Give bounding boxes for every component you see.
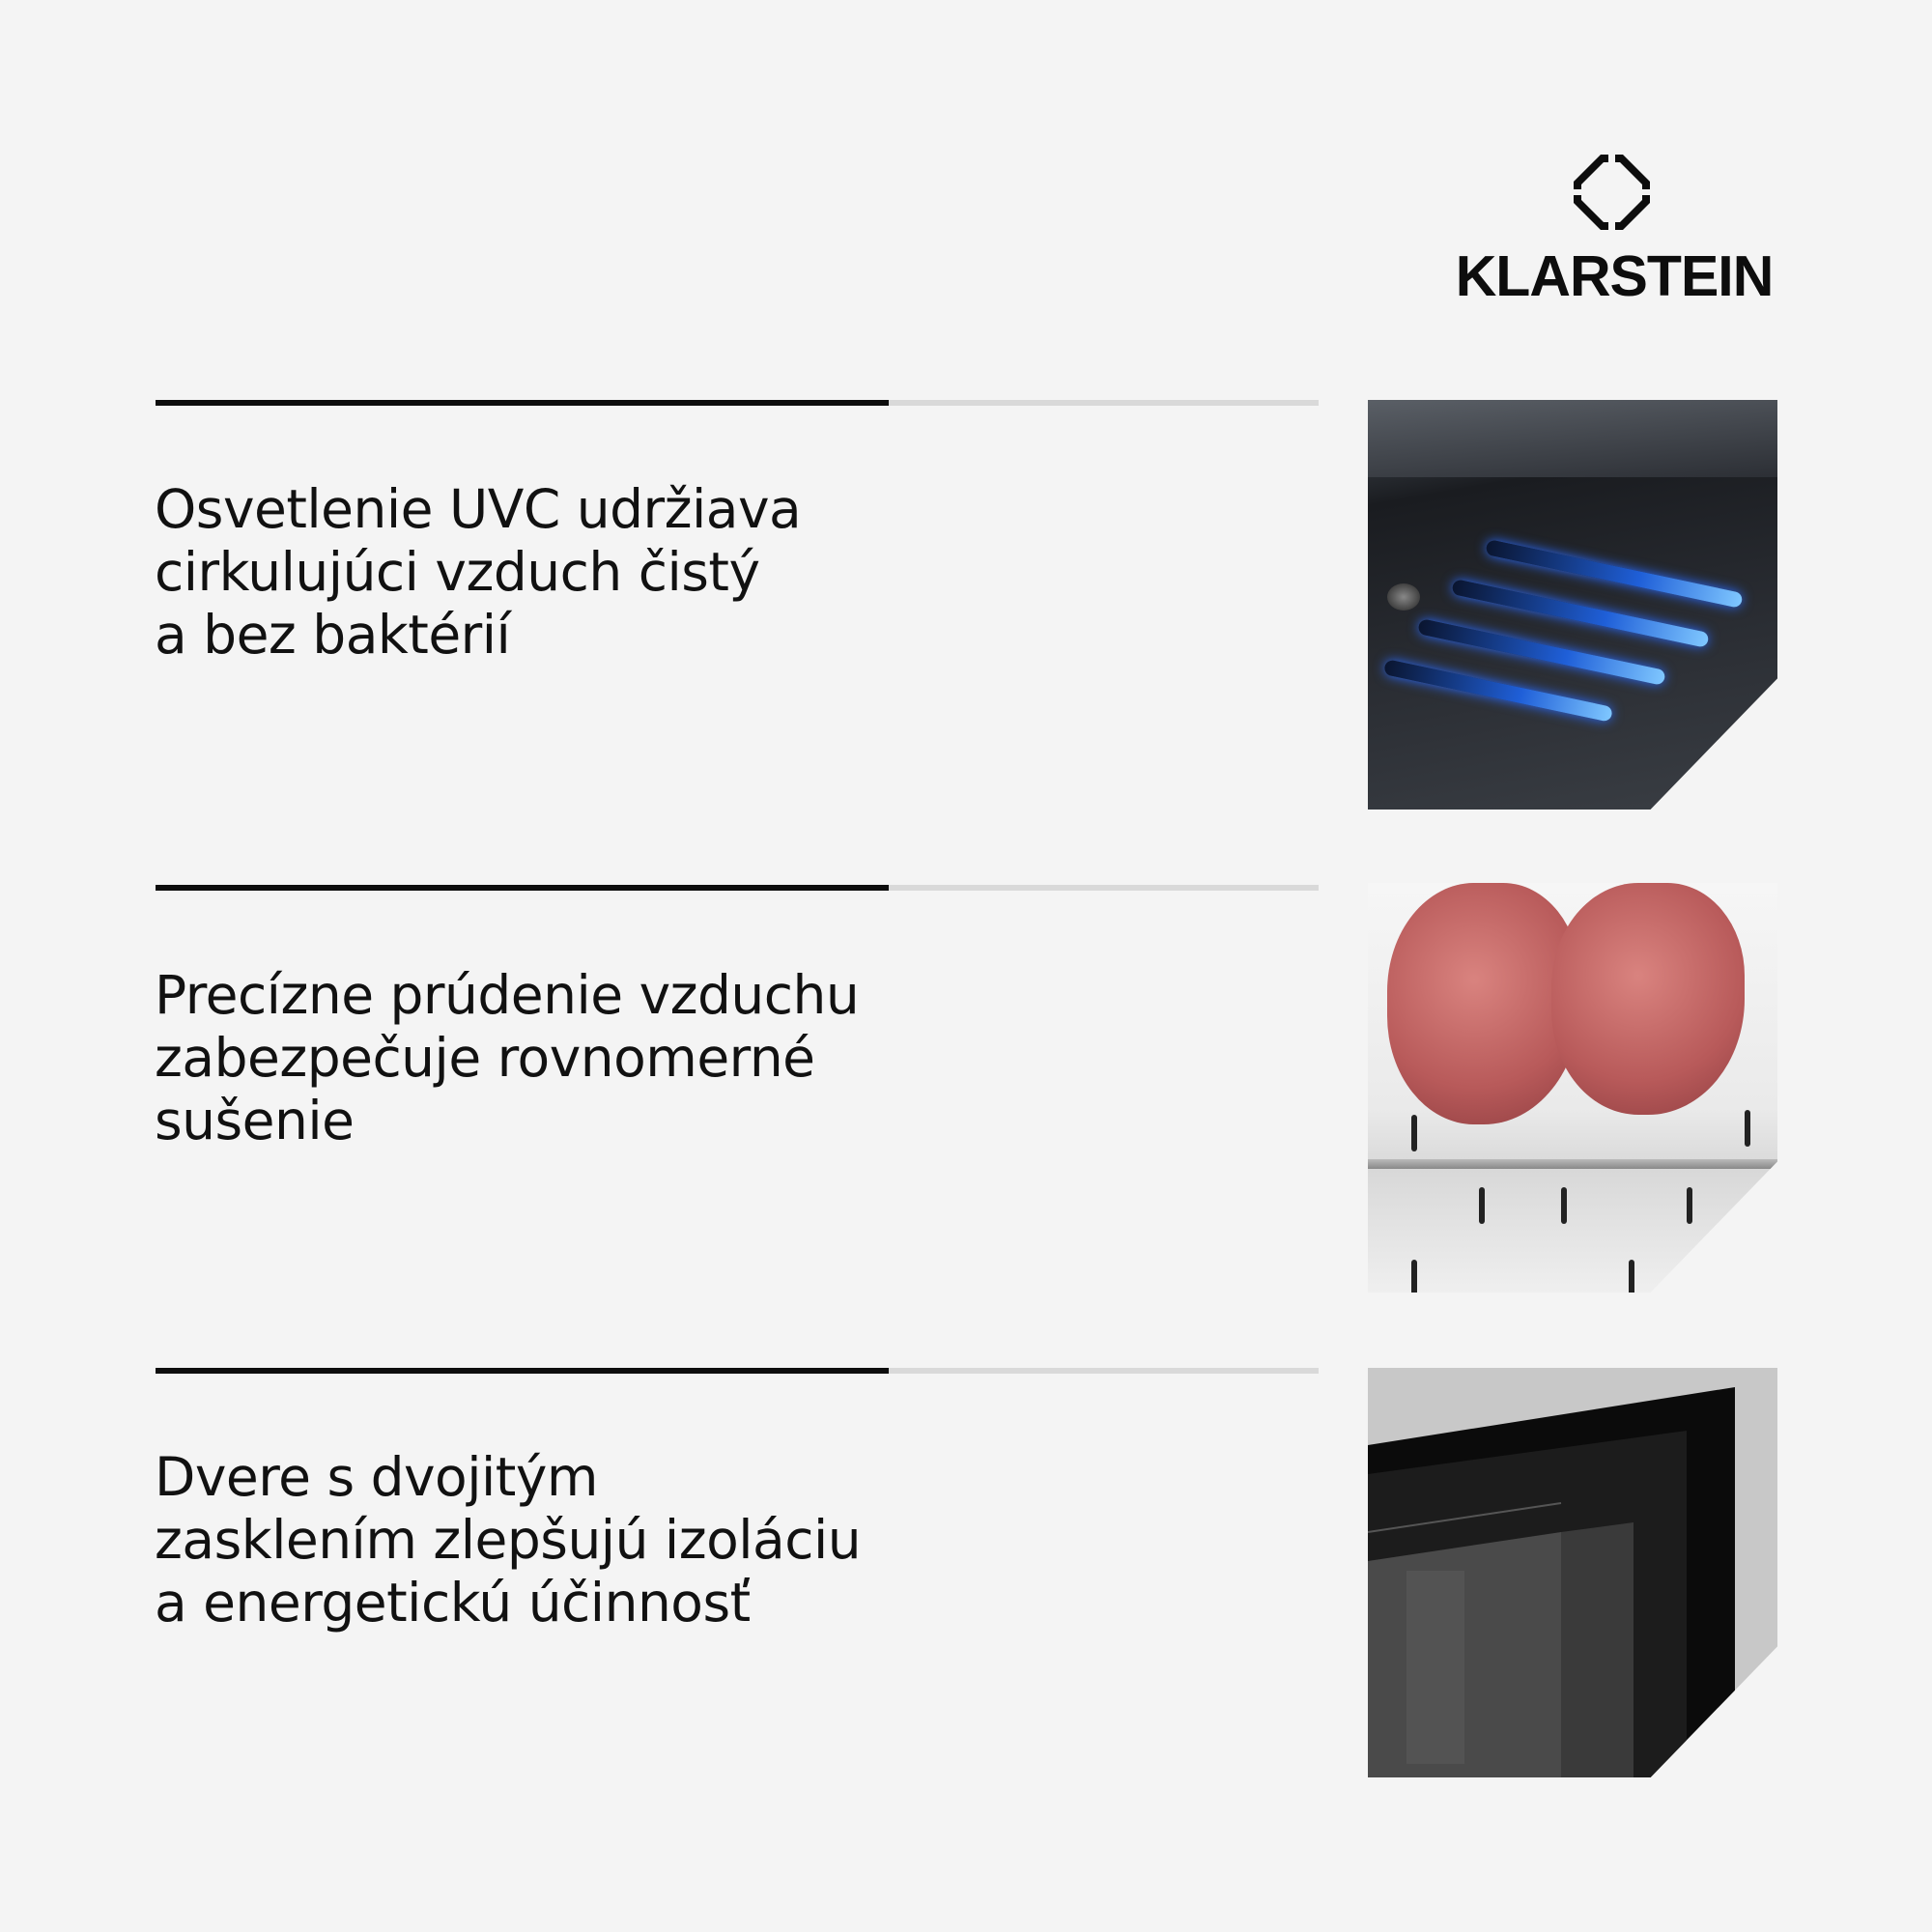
feature-line: a bez baktérií [155,604,511,666]
feature-line: zabezpečuje rovnomerné [155,1027,815,1089]
feature-uvc-text: Osvetlenie UVC udržiava cirkulujúci vzdu… [155,478,802,667]
brand-logo-text: KLARSTEIN [1455,244,1775,308]
feature-line: cirkulujúci vzduch čistý [155,541,760,603]
meat-drying-rack-photo [1368,883,1777,1293]
feature-line: a energetickú účinnosť [155,1572,751,1634]
uvc-air-vent-photo [1368,400,1777,810]
section-divider [156,400,1319,406]
feature-line: Precízne prúdenie vzduchu [155,964,860,1026]
section-divider [156,1368,1319,1374]
feature-line: zasklením zlepšujú izoláciu [155,1509,862,1571]
door-illustration [1368,1387,1735,1777]
feature-door-text: Dvere s dvojitým zasklením zlepšujú izol… [155,1446,862,1634]
feature-line: sušenie [155,1090,355,1151]
section-divider [156,885,1319,891]
feature-line: Dvere s dvojitým [155,1446,598,1508]
klarstein-logo-icon [1574,155,1650,230]
feature-airflow-text: Precízne prúdenie vzduchu zabezpečuje ro… [155,964,860,1152]
double-glazed-door-photo [1368,1368,1777,1777]
feature-line: Osvetlenie UVC udržiava [155,478,802,540]
